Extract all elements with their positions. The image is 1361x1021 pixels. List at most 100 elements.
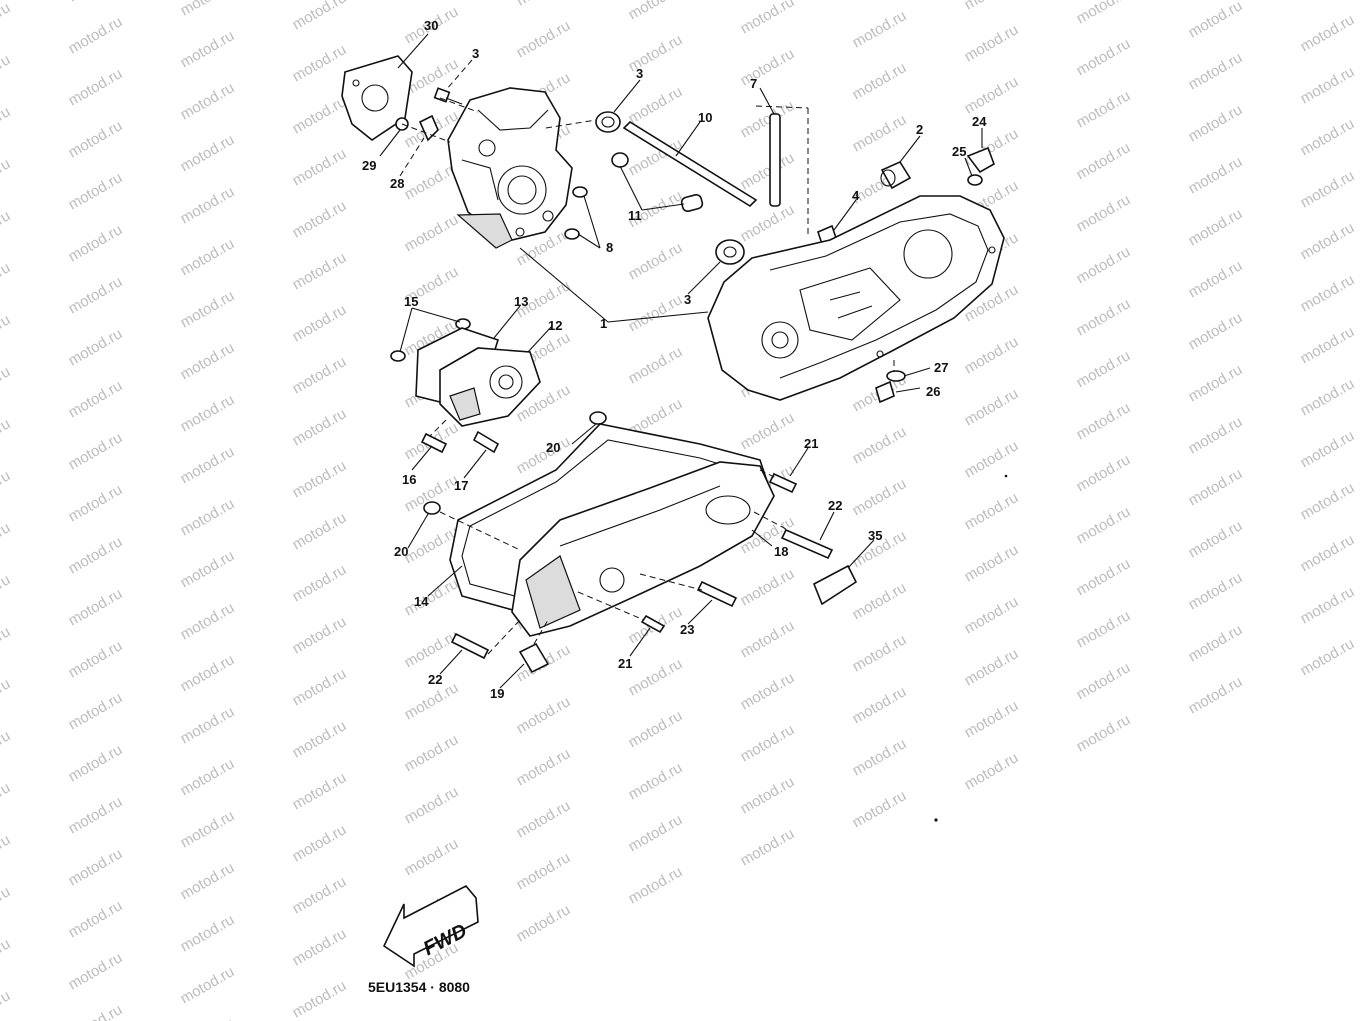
watermark-text: motod.ru <box>66 689 126 733</box>
watermark-text: motod.ru <box>1186 257 1246 301</box>
callout-27: 27 <box>934 360 948 375</box>
watermark-text: motod.ru <box>738 0 798 37</box>
watermark-text: motod.ru <box>66 65 126 109</box>
watermark-text: motod.ru <box>0 571 13 615</box>
watermark-text: motod.ru <box>290 665 350 709</box>
watermark-text: motod.ru <box>178 547 238 591</box>
watermark-text: motod.ru <box>290 249 350 293</box>
watermark-text: motod.ru <box>178 183 238 227</box>
watermark-text: motod.ru <box>1074 607 1134 651</box>
watermark-text: motod.ru <box>1298 479 1358 523</box>
callout-4: 4 <box>852 188 860 203</box>
callout-25: 25 <box>952 144 966 159</box>
watermark-text: motod.ru <box>1298 635 1358 679</box>
watermark-text: motod.ru <box>1298 0 1358 3</box>
watermark-text: motod.ru <box>0 207 13 251</box>
watermark-text: motod.ru <box>178 27 238 71</box>
part-3-bearing-mid <box>715 239 745 265</box>
watermark-text: motod.ru <box>738 97 798 141</box>
watermark-text: motod.ru <box>66 741 126 785</box>
callout-10: 10 <box>698 110 712 125</box>
watermark-text: motod.ru <box>1298 271 1358 315</box>
watermark-text: motod.ru <box>66 169 126 213</box>
part-20-dowel-lower <box>423 501 441 515</box>
callout-8: 8 <box>606 240 613 255</box>
watermark-text: motod.ru <box>1298 167 1358 211</box>
watermark-text: motod.ru <box>738 565 798 609</box>
watermark-text: motod.ru <box>66 325 126 369</box>
watermark-text: motod.ru <box>66 221 126 265</box>
watermark-text: motod.ru <box>0 415 13 459</box>
watermark-text: motod.ru <box>178 443 238 487</box>
part-20-dowel-upper <box>589 411 607 425</box>
watermark-text: motod.ru <box>850 683 910 727</box>
watermark-text: motod.ru <box>66 949 126 993</box>
watermark-text: motod.ru <box>402 835 462 879</box>
watermark-text: motod.ru <box>850 423 910 467</box>
crankcase-right-half <box>707 195 1005 401</box>
part-10-shaft <box>622 120 758 208</box>
watermark-text: motod.ru <box>1298 583 1358 627</box>
watermark-text: motod.ru <box>626 83 686 127</box>
watermark-text: motod.ru <box>66 1001 126 1021</box>
watermark-text: motod.ru <box>850 475 910 519</box>
watermark-text: motod.ru <box>0 259 13 303</box>
watermark-text: motod.ru <box>290 197 350 241</box>
leader-lines <box>379 33 983 689</box>
watermark-text: motod.ru <box>1074 243 1134 287</box>
watermark-text: motod.ru <box>850 111 910 155</box>
watermark-text: motod.ru <box>290 0 350 33</box>
watermark-text: motod.ru <box>178 599 238 643</box>
watermark-text: motod.ru <box>178 963 238 1007</box>
watermark-text: motod.ru <box>1298 11 1358 55</box>
watermark-text: motod.ru <box>66 377 126 421</box>
callout-3-bearing: 3 <box>636 66 643 81</box>
part-11-seal <box>611 152 704 213</box>
crankcase-left-half <box>447 87 573 249</box>
watermark-text: motod.ru <box>1298 375 1358 419</box>
watermark-text: motod.ru <box>0 467 13 511</box>
part-7-rod <box>769 113 781 207</box>
watermark-text: motod.ru <box>290 925 350 969</box>
watermark-text: motod.ru <box>738 45 798 89</box>
watermark-text: motod.ru <box>1298 427 1358 471</box>
watermark-text: motod.ru <box>1298 531 1358 575</box>
watermark-text: motod.ru <box>738 149 798 193</box>
watermark-text: motod.ru <box>1186 49 1246 93</box>
watermark-text: motod.ru <box>626 811 686 855</box>
watermark-text: motod.ru <box>1186 153 1246 197</box>
watermark-text: motod.ru <box>290 301 350 345</box>
watermark-text: motod.ru <box>290 717 350 761</box>
part-3-bearing-upper <box>595 111 621 133</box>
watermark-text: motod.ru <box>178 0 238 19</box>
callout-23: 23 <box>680 622 694 637</box>
watermark-text: motod.ru <box>626 31 686 75</box>
part-22-bolt-right <box>780 528 834 560</box>
watermark-text: motod.ru <box>850 7 910 51</box>
fwd-arrow-icon: FWD <box>382 884 479 968</box>
watermark-text: motod.ru <box>626 655 686 699</box>
watermark-text: motod.ru <box>514 17 574 61</box>
watermark-text: motod.ru <box>290 873 350 917</box>
part-35-label <box>812 564 858 606</box>
callout-26: 26 <box>926 384 940 399</box>
callout-21-upper: 21 <box>804 436 818 451</box>
watermark-text: motod.ru <box>66 585 126 629</box>
callout-21-lower: 21 <box>618 656 632 671</box>
part-30-plate <box>341 55 413 141</box>
watermark-text: motod.ru <box>962 385 1022 429</box>
part-2-bushing <box>880 160 912 190</box>
watermark-text: motod.ru <box>962 697 1022 741</box>
watermark-text: motod.ru <box>962 73 1022 117</box>
watermark-text: motod.ru <box>962 21 1022 65</box>
callouts: 30 3 29 28 3 10 7 2 24 25 4 11 8 3 1 15 … <box>362 18 987 701</box>
callout-1: 1 <box>600 316 607 331</box>
watermark-text: motod.ru <box>1186 569 1246 613</box>
watermark-text: motod.ru <box>514 0 574 9</box>
watermark-text: motod.ru <box>1298 219 1358 263</box>
watermark-text: motod.ru <box>0 883 13 927</box>
callout-29: 29 <box>362 158 376 173</box>
part-21-bolt-upper <box>768 472 798 494</box>
watermark-text: motod.ru <box>1186 621 1246 665</box>
